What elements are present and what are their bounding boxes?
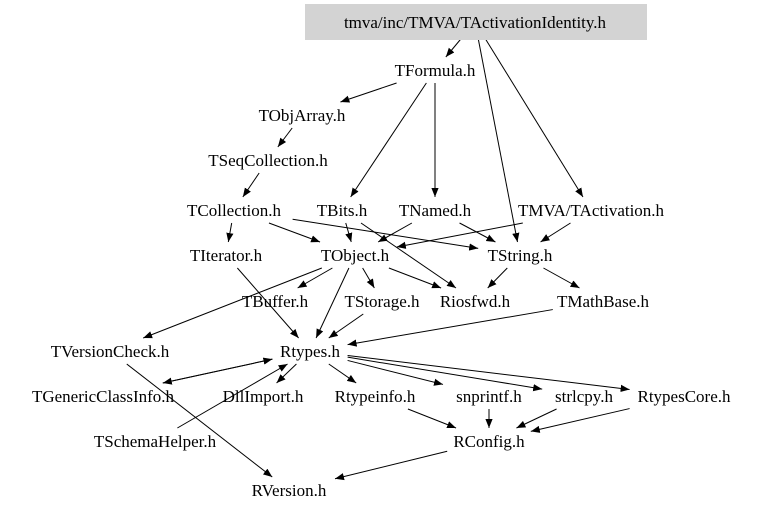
- node-riosfwd[interactable]: Riosfwd.h: [440, 292, 511, 311]
- node-tseqcollection[interactable]: TSeqCollection.h: [208, 151, 328, 170]
- edge-rtypes-to-rtypescore: [347, 355, 630, 392]
- edge-tactivation-to-tobject: [396, 222, 523, 249]
- edge-root-to-tstring: [477, 34, 520, 243]
- edge-tcollection-to-tobject: [268, 222, 321, 243]
- node-tschemahelper[interactable]: TSchemaHelper.h: [94, 432, 217, 451]
- edge-rtypes-to-snprintf: [347, 359, 444, 386]
- edge-rconfig-to-rversion: [334, 450, 448, 481]
- edge-tobject-to-rtypes: [315, 267, 350, 339]
- node-tcollection[interactable]: TCollection.h: [187, 201, 281, 220]
- node-tbuffer[interactable]: TBuffer.h: [242, 292, 309, 311]
- edge-tobject-to-riosfwd: [388, 267, 442, 289]
- node-tgenericclassinfo[interactable]: TGenericClassInfo.h: [32, 387, 175, 406]
- edge-tmathbase-to-rtypes: [347, 309, 553, 347]
- node-tnamed[interactable]: TNamed.h: [399, 201, 472, 220]
- edge-tgenericclassinfo-to-rtypes: [162, 357, 273, 384]
- edge-tcollection-to-titerator: [226, 222, 234, 243]
- node-strlcpy[interactable]: strlcpy.h: [555, 387, 613, 406]
- node-tobjarray[interactable]: TObjArray.h: [259, 106, 346, 125]
- edge-tschemahelper-to-rtypes: [177, 363, 288, 429]
- node-rtypes[interactable]: Rtypes.h: [280, 342, 340, 361]
- edge-rtypescore-to-rconfig: [530, 408, 630, 433]
- edge-tcollection-to-tstring: [292, 218, 479, 251]
- node-snprintf[interactable]: snprintf.h: [456, 387, 522, 406]
- edge-tstring-to-riosfwd: [487, 267, 508, 289]
- edge-tobject-to-tstorage: [362, 267, 375, 289]
- node-rversion[interactable]: RVersion.h: [252, 481, 327, 500]
- node-tformula[interactable]: TFormula.h: [395, 61, 476, 80]
- edge-tactivation-to-tstring: [540, 222, 571, 243]
- edge-tnamed-to-tstring: [459, 222, 496, 243]
- node-rtypescore[interactable]: RtypesCore.h: [637, 387, 731, 406]
- node-rconfig[interactable]: RConfig.h: [453, 432, 525, 451]
- edge-tbits-to-riosfwd: [360, 222, 457, 289]
- edge-root-to-tactivation: [482, 34, 584, 198]
- edge-rtypes-to-strlcpy: [347, 356, 543, 392]
- edge-titerator-to-rtypes: [236, 267, 300, 339]
- node-tstorage[interactable]: TStorage.h: [344, 292, 420, 311]
- node-tobject[interactable]: TObject.h: [321, 246, 390, 265]
- edge-tstring-to-tmathbase: [543, 267, 580, 289]
- edge-tbits-to-tobject: [345, 222, 353, 243]
- edge-tformula-to-tbits: [350, 82, 427, 198]
- edge-tformula-to-tobjarray: [340, 82, 397, 103]
- node-tversioncheck[interactable]: TVersionCheck.h: [51, 342, 170, 361]
- edge-tnamed-to-tobject: [377, 222, 413, 243]
- edge-rtypes-to-rtypeinfo: [328, 363, 357, 384]
- edge-tobject-to-tversioncheck: [142, 267, 323, 339]
- node-root[interactable]: tmva/inc/TMVA/TActivationIdentity.h: [344, 13, 607, 32]
- root-node-box[interactable]: [305, 4, 647, 40]
- edge-strlcpy-to-rconfig: [516, 408, 557, 429]
- node-tactivation[interactable]: TMVA/TActivation.h: [518, 201, 665, 220]
- edge-tseqcollection-to-tcollection: [242, 172, 260, 198]
- node-titerator[interactable]: TIterator.h: [190, 246, 263, 265]
- node-rtypeinfo[interactable]: Rtypeinfo.h: [335, 387, 416, 406]
- edge-tstorage-to-rtypes: [328, 313, 364, 339]
- node-tbits[interactable]: TBits.h: [317, 201, 368, 220]
- node-tmathbase[interactable]: TMathBase.h: [557, 292, 650, 311]
- node-dllimport[interactable]: DllImport.h: [223, 387, 304, 406]
- edge-rtypeinfo-to-rconfig: [407, 408, 457, 429]
- edge-rtypes-to-dllimport: [276, 363, 297, 384]
- edge-tobjarray-to-tseqcollection: [277, 127, 293, 148]
- edge-tversioncheck-to-rversion: [126, 363, 273, 478]
- edge-tobject-to-tbuffer: [297, 267, 333, 289]
- node-tstring[interactable]: TString.h: [488, 246, 553, 265]
